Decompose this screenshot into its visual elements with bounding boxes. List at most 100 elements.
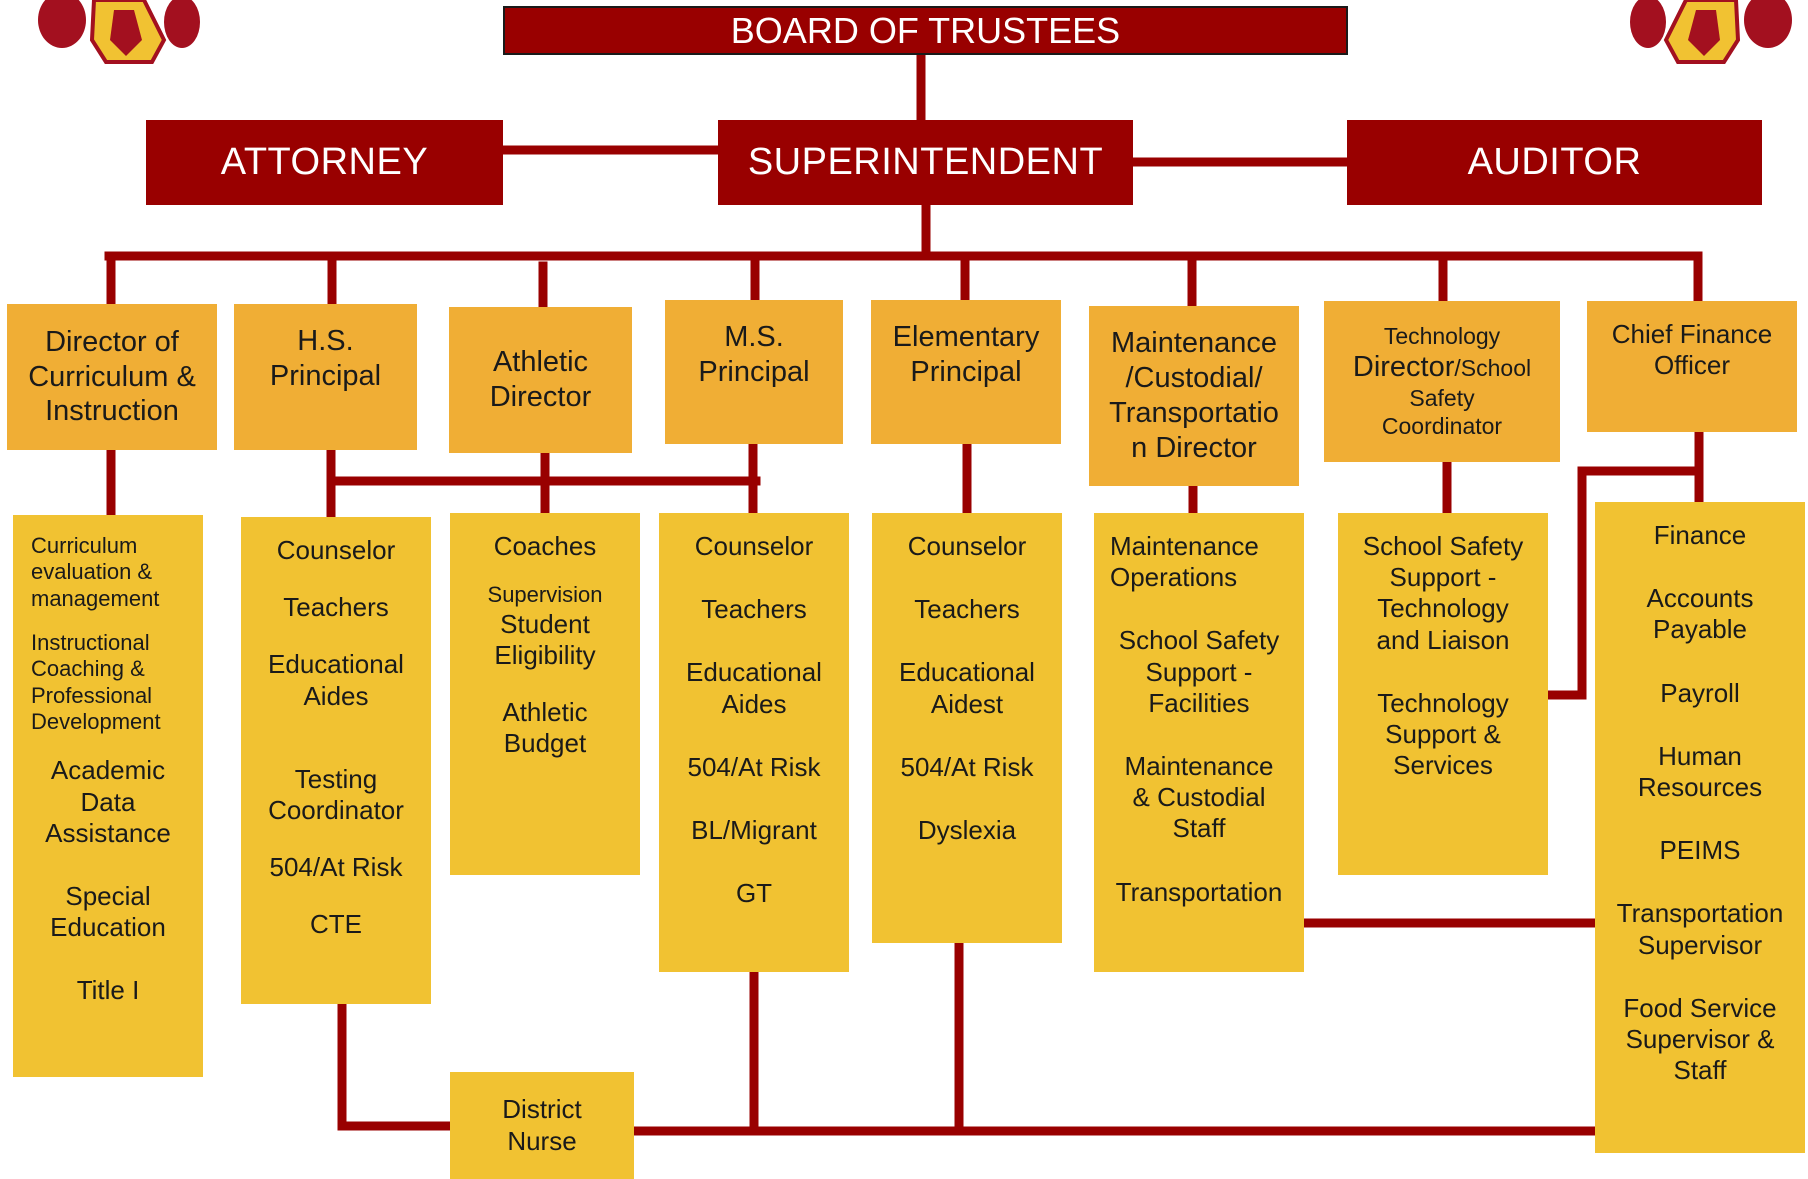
- staff-item: Transportation: [1616, 898, 1784, 929]
- district-nurse-box: District Nurse: [450, 1072, 634, 1179]
- staff-item: Supervisor: [1637, 929, 1763, 960]
- knight-mascot-icon: [38, 0, 200, 64]
- staff-item: Payroll: [1660, 677, 1740, 708]
- staff-item: Services: [1393, 750, 1493, 781]
- staff-item: Curriculum: [31, 533, 138, 558]
- staff-item: Testing: [294, 763, 378, 794]
- staff-item: Technology: [1377, 687, 1509, 718]
- staff-item: Educational: [686, 657, 822, 688]
- staff-item: Budget: [503, 728, 587, 759]
- head-label: M.S.: [724, 321, 784, 353]
- head-label: Principal: [910, 355, 1022, 388]
- head-label: Coordinator: [1381, 412, 1503, 439]
- staff-item: Finance: [1653, 520, 1747, 550]
- head-label: Curriculum &: [28, 360, 196, 393]
- attorney-label: ATTORNEY: [220, 140, 429, 183]
- staff-item: Human: [1658, 740, 1742, 771]
- superintendent-box: SUPERINTENDENT: [718, 120, 1133, 205]
- staff-item: 504/At Risk: [269, 852, 403, 883]
- staff-item: School Safety: [1362, 531, 1524, 561]
- staff-item: Coordinator: [268, 794, 404, 825]
- technology-staff-box: School Safety Support - Technology and L…: [1338, 513, 1548, 875]
- staff-item: Instructional: [31, 629, 150, 655]
- technology-director-box: Technology Director/School Safety Coordi…: [1324, 301, 1560, 462]
- chief-finance-officer-box: Chief Finance Officer: [1587, 301, 1797, 432]
- staff-item: Athletic: [502, 696, 588, 727]
- staff-item: Academic: [50, 755, 166, 786]
- head-label: Maintenance: [1110, 327, 1278, 360]
- head-label: Officer: [1653, 350, 1731, 381]
- auditor-box: AUDITOR: [1347, 120, 1762, 205]
- head-label: Instruction: [45, 395, 179, 428]
- staff-item: Title I: [76, 975, 140, 1006]
- staff-item: Food Service: [1623, 992, 1777, 1023]
- auditor-label: AUDITOR: [1467, 140, 1642, 183]
- staff-item: Nurse: [507, 1125, 577, 1156]
- head-label-mixed: Director/School: [1353, 350, 1531, 385]
- staff-item: Counselor: [907, 531, 1027, 561]
- head-label: Director: [489, 381, 592, 413]
- staff-item: Resources: [1637, 771, 1763, 802]
- superintendent-label: SUPERINTENDENT: [747, 140, 1104, 183]
- staff-item: and Liaison: [1376, 624, 1510, 655]
- staff-item: Support &: [1385, 718, 1501, 749]
- staff-item: Educational: [268, 649, 404, 680]
- curriculum-staff-box: Curriculum evaluation & management Instr…: [13, 515, 203, 1077]
- staff-item: Counselor: [694, 531, 814, 561]
- staff-item: Staff: [1673, 1055, 1727, 1086]
- head-label: Safety: [1409, 385, 1475, 412]
- staff-item: Educational: [899, 657, 1035, 688]
- staff-item: evaluation &: [31, 559, 153, 585]
- board-of-trustees-label: BOARD OF TRUSTEES: [730, 9, 1121, 51]
- staff-item: Eligibility: [494, 639, 596, 670]
- athletic-director-box: Athletic Director: [449, 307, 632, 453]
- head-label: Elementary: [892, 321, 1040, 353]
- staff-item: Education: [50, 912, 166, 943]
- hs-staff-box: Counselor Teachers Educational Aides Tes…: [241, 517, 431, 1004]
- staff-item: Coaching &: [31, 656, 145, 682]
- knight-mascot-icon: [1630, 0, 1792, 64]
- head-label: /Custodial/: [1125, 362, 1263, 395]
- staff-item: Professional: [31, 682, 153, 708]
- staff-item: Coaches: [493, 531, 597, 561]
- head-label: Director of: [45, 325, 179, 358]
- staff-item: Counselor: [276, 535, 396, 565]
- attorney-box: ATTORNEY: [146, 120, 503, 205]
- staff-item: Teachers: [701, 594, 807, 625]
- hs-principal-box: H.S. Principal: [234, 304, 417, 450]
- staff-item: Special: [65, 880, 151, 911]
- staff-item: Teachers: [914, 594, 1020, 625]
- elementary-principal-box: Elementary Principal: [871, 300, 1061, 444]
- maintenance-staff-box: Maintenance Operations School Safety Sup…: [1094, 513, 1304, 972]
- staff-item: Operations: [1110, 562, 1238, 593]
- maintenance-director-box: Maintenance /Custodial/ Transportatio n …: [1089, 306, 1299, 486]
- staff-item: Assistance: [45, 817, 171, 848]
- head-label: Transportatio: [1109, 397, 1279, 429]
- athletic-staff-box: Coaches Supervision Student Eligibility …: [450, 513, 640, 875]
- head-label: H.S.: [297, 325, 354, 357]
- staff-item: & Custodial: [1132, 782, 1266, 813]
- staff-item: Supervision: [487, 582, 603, 608]
- head-label: /School: [1454, 355, 1532, 382]
- elementary-staff-box: Counselor Teachers Educational Aidest 50…: [872, 513, 1062, 943]
- staff-item: Aidest: [930, 688, 1004, 719]
- staff-item: Data: [80, 786, 136, 817]
- staff-item: 504/At Risk: [900, 751, 1034, 782]
- staff-item: CTE: [310, 909, 362, 940]
- staff-item: PEIMS: [1659, 835, 1741, 866]
- staff-item: BL/Migrant: [691, 814, 817, 845]
- finance-staff-box: Finance Accounts Payable Payroll Human R…: [1595, 502, 1805, 1153]
- head-label: n Director: [1131, 431, 1257, 464]
- head-label: Chief Finance: [1611, 319, 1773, 349]
- ms-principal-box: M.S. Principal: [665, 300, 843, 444]
- staff-item: Teachers: [283, 592, 389, 623]
- staff-item: Development: [31, 708, 161, 734]
- head-label: Principal: [698, 355, 810, 388]
- staff-item: Technology: [1377, 593, 1509, 624]
- head-label: Athletic: [492, 346, 589, 379]
- staff-item: Payable: [1653, 614, 1747, 645]
- staff-item: Support -: [1145, 656, 1253, 687]
- staff-item: management: [31, 585, 160, 611]
- staff-item: Dyslexia: [917, 814, 1017, 845]
